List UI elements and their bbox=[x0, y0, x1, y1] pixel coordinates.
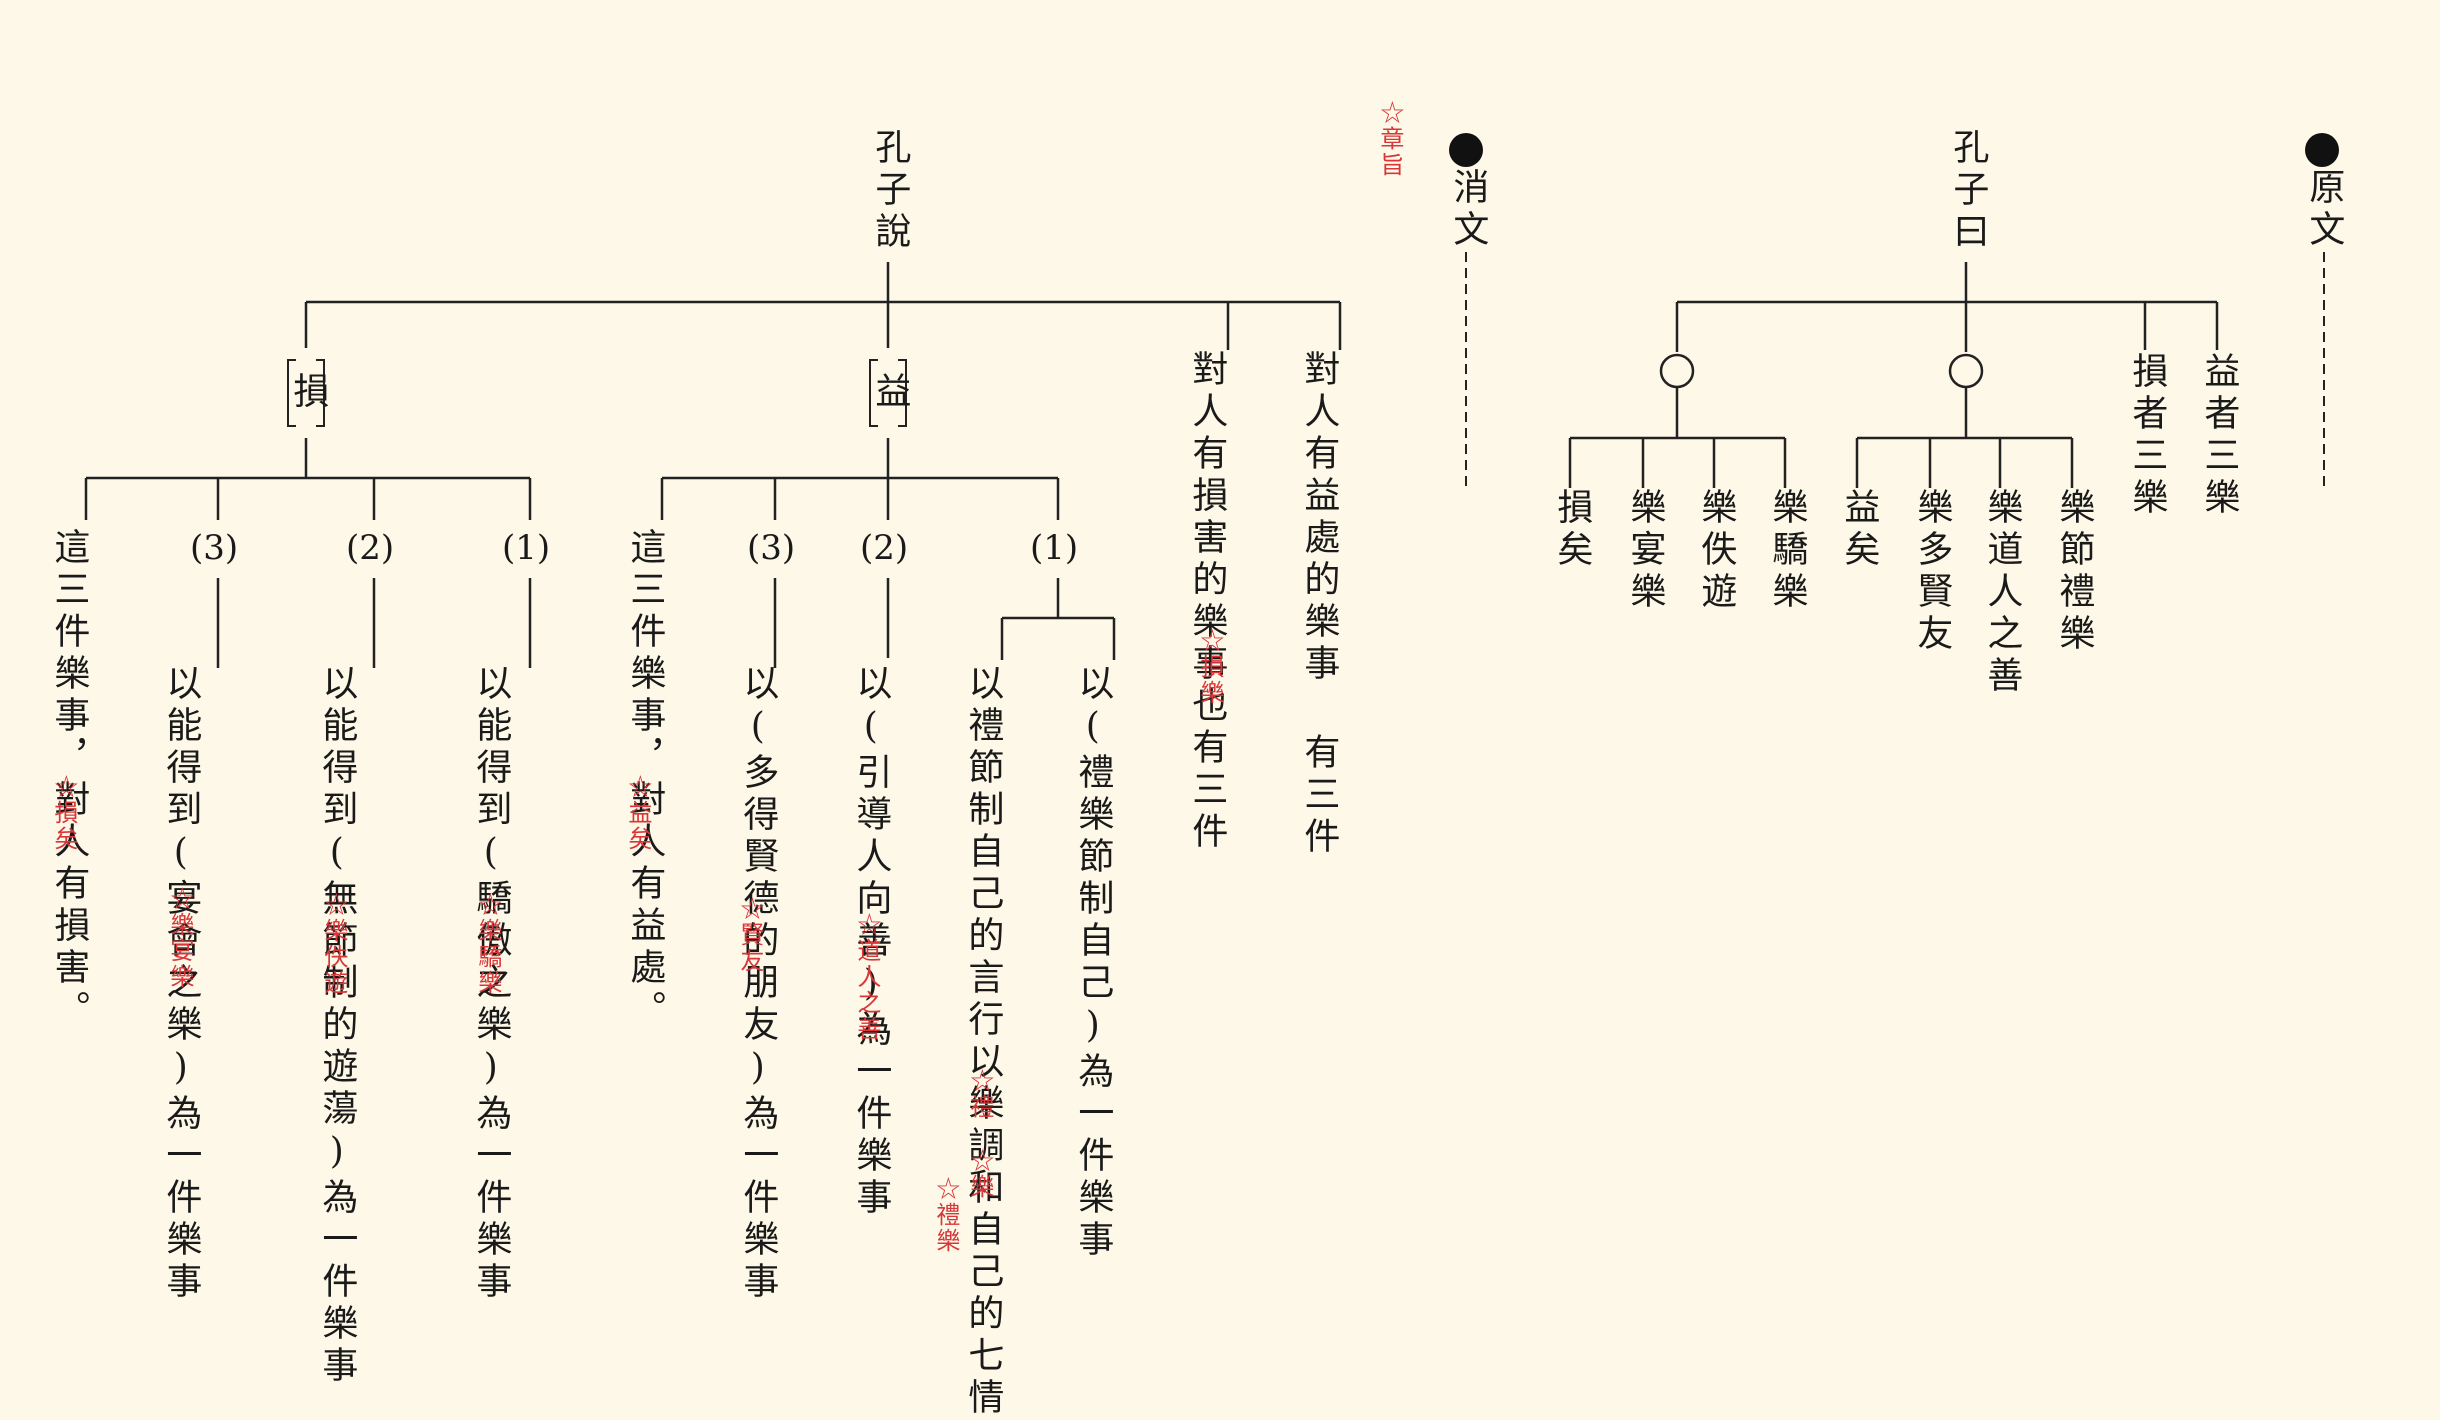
item-sun-zhe: 損者三樂 bbox=[2126, 352, 2168, 520]
leaf-yi-yi: 益矣 bbox=[1838, 488, 1880, 572]
speaker-note-mark: ☆損樂 bbox=[1195, 628, 1224, 706]
yi-2-text: 以(引導人向善)為一件樂事 bbox=[850, 664, 892, 1220]
root-node-original: 孔子曰 bbox=[1947, 128, 1989, 254]
branch-label-sun: 損 bbox=[287, 372, 329, 414]
leaf-sun-yi: 損矣 bbox=[1551, 488, 1593, 572]
chapter-note: ☆章旨 bbox=[1375, 100, 1404, 178]
leaf-yi-you: 樂佚遊 bbox=[1695, 488, 1737, 614]
leaf-duo-xian: 樂多賢友 bbox=[1911, 488, 1953, 656]
leaf-jie-li-yue: 樂節禮樂 bbox=[2053, 488, 2095, 656]
sun-2-text: 以能得到(無節制的遊蕩)為一件樂事 bbox=[316, 664, 358, 1388]
sun-3-text: 以能得到(宴會之樂)為一件樂事 bbox=[160, 664, 202, 1304]
yi-1-mark-yue: ☆樂 bbox=[965, 1148, 994, 1200]
connector-lines bbox=[84, 133, 2339, 668]
yi-1-mark-li: ☆禮 bbox=[965, 1068, 994, 1120]
number-yi-2: (2) bbox=[860, 528, 909, 568]
sun-summary-mark: ☆損矣 bbox=[49, 774, 78, 852]
number-sun-1: (1) bbox=[502, 528, 551, 568]
speaker-note-yi: 對人有益處的樂事 有三件 bbox=[1298, 350, 1340, 859]
yi-summary: 這三件樂事，對人有益處。 bbox=[624, 528, 666, 1032]
sun-2-mark: ☆樂佚遊 bbox=[319, 892, 348, 996]
sun-summary: 這三件樂事，對人有損害。 bbox=[48, 528, 90, 1032]
leaf-yan-le: 樂宴樂 bbox=[1624, 488, 1666, 614]
outline-diagram: 原文 孔子曰 益者三樂 損者三樂 樂節禮樂 樂道人之善 樂多賢友 益矣 樂驕樂 … bbox=[48, 100, 2345, 1420]
number-yi-1: (1) bbox=[1030, 528, 1079, 568]
yi-1-branch-a: 以(禮樂節制自己)為一件樂事 bbox=[1072, 664, 1114, 1262]
sun-1-text: 以能得到(驕傲之樂)為一件樂事 bbox=[470, 664, 512, 1304]
sun-1-mark: ☆樂驕樂 bbox=[473, 892, 502, 996]
heading-explanation: 消文 bbox=[1447, 168, 1489, 252]
root-node-explanation: 孔子說 bbox=[869, 128, 911, 254]
bullet-dot bbox=[2305, 133, 2339, 167]
sun-3-mark: ☆樂宴樂 bbox=[165, 886, 194, 990]
number-yi-3: (3) bbox=[747, 528, 796, 568]
speaker-note-sun: 對人有損害的樂事也有三件 bbox=[1186, 350, 1228, 854]
yi-1-branch-b: 以禮節制自己的言行以樂調和自己的七情 bbox=[962, 664, 1004, 1420]
leaf-jiao-le: 樂驕樂 bbox=[1766, 488, 1808, 614]
yi-1-mark-liyue: ☆禮樂 bbox=[931, 1176, 960, 1254]
bullet-dot bbox=[1449, 133, 1483, 167]
yi-summary-mark: ☆益矣 bbox=[623, 774, 652, 852]
leaf-dao-ren: 樂道人之善 bbox=[1981, 488, 2023, 698]
branch-label-yi: 益 bbox=[869, 372, 911, 414]
yi-2-mark: ☆道人之善 bbox=[852, 912, 881, 1042]
heading-original: 原文 bbox=[2303, 168, 2345, 252]
item-yi-zhe: 益者三樂 bbox=[2198, 352, 2240, 520]
yi-3-mark: ☆賢友 bbox=[735, 896, 764, 974]
yi-3-text: 以(多得賢德的朋友)為一件樂事 bbox=[737, 664, 779, 1304]
number-sun-3: (3) bbox=[190, 528, 239, 568]
number-sun-2: (2) bbox=[346, 528, 395, 568]
